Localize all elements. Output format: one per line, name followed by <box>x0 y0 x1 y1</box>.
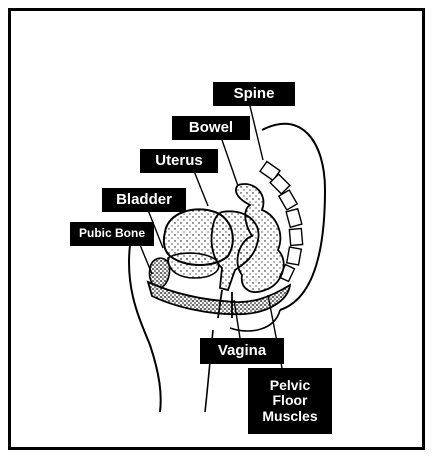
label-vagina: Vagina <box>200 338 284 364</box>
label-bladder: Bladder <box>102 188 186 212</box>
label-bowel: Bowel <box>172 116 250 140</box>
label-uterus: Uterus <box>140 149 218 173</box>
label-pubic-bone: Pubic Bone <box>70 222 154 246</box>
label-pelvic-floor-muscles: Pelvic Floor Muscles <box>248 368 332 434</box>
label-spine: Spine <box>213 82 295 106</box>
bladder-lower-shape <box>168 253 219 278</box>
